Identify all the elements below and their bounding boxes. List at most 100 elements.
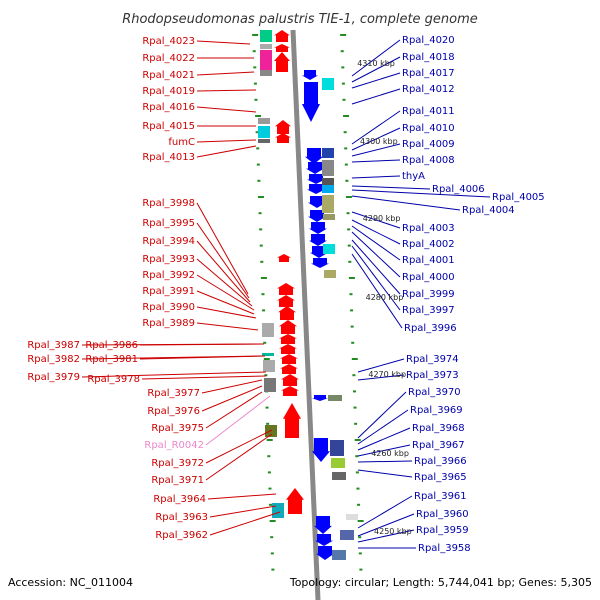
tick-mark-right [354, 422, 358, 425]
left-gene-label[interactable]: Rpal_3971 [151, 475, 204, 486]
tick-mark-right [353, 406, 357, 409]
right-gene-label[interactable]: Rpal_4018 [402, 52, 455, 63]
forward-gene-arrow [279, 334, 297, 344]
right-gene-label[interactable]: Rpal_4003 [402, 223, 455, 234]
left-gene-label[interactable]: Rpal_3978 [87, 374, 140, 385]
right-gene-label[interactable]: Rpal_3973 [406, 370, 459, 381]
left-gene-label[interactable]: Rpal_3979 [27, 372, 80, 383]
left-gene-label[interactable]: Rpal_4019 [142, 86, 195, 97]
gene-block [262, 323, 274, 337]
forward-gene-arrow [279, 320, 297, 334]
forward-gene-arrow [280, 354, 298, 364]
left-gene-label[interactable]: Rpal_3976 [147, 406, 200, 417]
left-label-connector [196, 202, 249, 295]
right-label-connector [357, 409, 409, 445]
left-gene-label[interactable]: Rpal_3990 [142, 302, 195, 313]
right-gene-label[interactable]: Rpal_3974 [406, 354, 459, 365]
left-gene-label[interactable]: Rpal_3981 [85, 354, 138, 365]
left-gene-label[interactable]: Rpal_4021 [142, 70, 195, 81]
forward-gene-arrow [286, 488, 304, 514]
left-gene-label[interactable]: Rpal_3982 [27, 354, 80, 365]
tick-mark-right [358, 536, 362, 539]
right-gene-label[interactable]: Rpal_3969 [410, 405, 463, 416]
left-gene-label[interactable]: Rpal_3994 [142, 236, 195, 247]
right-gene-label[interactable]: Rpal_3959 [416, 525, 469, 536]
right-gene-label[interactable]: Rpal_3961 [414, 491, 467, 502]
accession-text: Accession: NC_011004 [8, 576, 133, 589]
left-gene-label[interactable]: Rpal_3992 [142, 270, 195, 281]
tick-mark-left [261, 293, 265, 296]
tick-mark-left [266, 422, 270, 425]
left-gene-label[interactable]: Rpal_3993 [142, 254, 195, 265]
left-gene-label[interactable]: Rpal_3989 [142, 318, 195, 329]
right-gene-label[interactable]: Rpal_3965 [414, 472, 467, 483]
tick-mark-left [253, 66, 257, 69]
left-gene-label[interactable]: Rpal_3963 [155, 512, 208, 523]
tick-mark-right [355, 455, 359, 458]
tick-mark-right [345, 179, 349, 182]
right-gene-label[interactable]: Rpal_3997 [402, 305, 455, 316]
right-gene-label[interactable]: Rpal_3970 [408, 387, 461, 398]
tick-mark-right [351, 341, 355, 344]
forward-gene-arrow [277, 283, 295, 295]
right-gene-label[interactable]: Rpal_4006 [432, 184, 485, 195]
right-gene-label[interactable]: Rpal_4004 [462, 205, 515, 216]
right-gene-label[interactable]: Rpal_4012 [402, 84, 455, 95]
left-gene-label[interactable]: Rpal_R0042 [144, 440, 204, 451]
left-label-connector [209, 511, 281, 536]
left-gene-label[interactable]: Rpal_3991 [142, 286, 195, 297]
right-gene-label[interactable]: Rpal_4005 [492, 192, 545, 203]
tick-mark-left [262, 309, 266, 312]
right-gene-label[interactable]: Rpal_4009 [402, 139, 455, 150]
right-gene-label[interactable]: thyA [402, 171, 425, 182]
left-gene-label[interactable]: Rpal_3987 [27, 340, 80, 351]
tick-mark-right [343, 131, 347, 134]
left-gene-label[interactable]: fumC [168, 137, 195, 148]
right-gene-label[interactable]: Rpal_4008 [402, 155, 455, 166]
right-gene-label[interactable]: Rpal_4001 [402, 255, 455, 266]
forward-gene-arrow [281, 386, 299, 396]
left-gene-label[interactable]: Rpal_3975 [151, 423, 204, 434]
kbp-marker: 4260 kbp [371, 449, 409, 458]
tick-mark-left [252, 50, 256, 53]
left-gene-label[interactable]: Rpal_3998 [142, 198, 195, 209]
left-gene-label[interactable]: Rpal_3962 [155, 530, 208, 541]
right-gene-label[interactable]: Rpal_3968 [412, 423, 465, 434]
right-gene-label[interactable]: Rpal_4010 [402, 123, 455, 134]
left-gene-label[interactable]: Rpal_4022 [142, 53, 195, 64]
left-gene-label[interactable]: Rpal_4016 [142, 102, 195, 113]
left-gene-label[interactable]: Rpal_3972 [151, 458, 204, 469]
right-gene-label[interactable]: Rpal_3996 [404, 323, 457, 334]
reverse-gene-arrow [305, 148, 323, 164]
right-gene-label[interactable]: Rpal_4000 [402, 272, 455, 283]
reverse-gene-arrow [312, 395, 328, 401]
right-gene-label[interactable]: Rpal_3999 [402, 289, 455, 300]
right-gene-label[interactable]: Rpal_4011 [402, 106, 455, 117]
tick-mark-right [341, 82, 345, 85]
left-label-connector [196, 71, 255, 76]
right-gene-label[interactable]: Rpal_3967 [412, 440, 465, 451]
right-gene-label[interactable]: Rpal_3960 [416, 509, 469, 520]
tick-mark-right [357, 520, 364, 522]
left-gene-label[interactable]: Rpal_4013 [142, 152, 195, 163]
left-gene-label[interactable]: Rpal_3995 [142, 218, 195, 229]
left-label-connector [139, 355, 266, 360]
forward-gene-arrow [277, 254, 291, 262]
forward-gene-arrow [275, 120, 291, 134]
left-gene-label[interactable]: Rpal_4015 [142, 121, 195, 132]
right-gene-label[interactable]: Rpal_3958 [418, 543, 471, 554]
left-gene-label[interactable]: Rpal_3986 [85, 340, 138, 351]
right-gene-label[interactable]: Rpal_3966 [414, 456, 467, 467]
right-label-connector [351, 189, 491, 198]
left-gene-label[interactable]: Rpal_4023 [142, 36, 195, 47]
left-gene-label[interactable]: Rpal_3977 [147, 388, 200, 399]
right-gene-label[interactable]: Rpal_4020 [402, 35, 455, 46]
left-label-connector [196, 145, 257, 158]
kbp-marker: 4290 kbp [363, 214, 401, 223]
right-gene-label[interactable]: Rpal_4017 [402, 68, 455, 79]
left-label-connector [196, 106, 257, 113]
reverse-gene-arrow [314, 516, 332, 534]
left-gene-label[interactable]: Rpal_3964 [153, 494, 206, 505]
right-gene-label[interactable]: Rpal_4002 [402, 239, 455, 250]
right-label-connector [357, 444, 411, 457]
